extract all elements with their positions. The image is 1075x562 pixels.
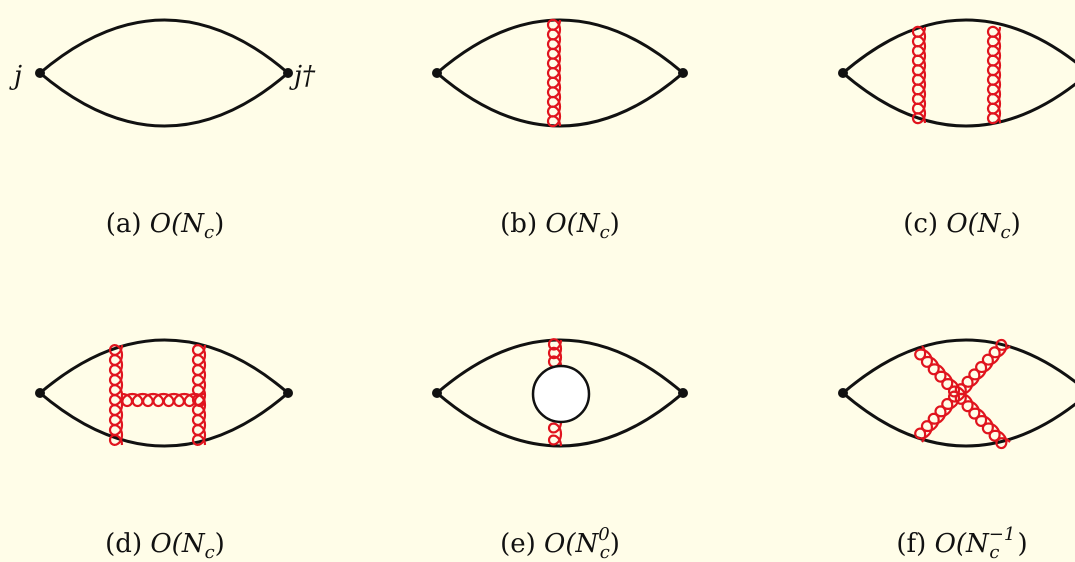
vertex-right-d xyxy=(283,388,293,398)
gluon-e-top xyxy=(547,338,563,368)
diagram-a: j j† xyxy=(9,18,316,128)
vertex-left-c xyxy=(838,68,848,78)
vertex-left-d xyxy=(35,388,45,398)
diagram-d xyxy=(35,338,293,448)
vertex-right-a xyxy=(283,68,293,78)
gluon-d-rung xyxy=(121,392,206,408)
gluon-d-left xyxy=(108,344,124,446)
diagram-c xyxy=(838,18,1075,128)
gluon-c-left xyxy=(911,25,927,125)
self-energy-blob xyxy=(531,364,591,424)
gluon-f-two xyxy=(914,338,1011,443)
vertex-right-e xyxy=(678,388,688,398)
vertex-left-f xyxy=(838,388,848,398)
vertex-label-j-dagger: j† xyxy=(289,61,316,91)
vertex-left-a xyxy=(35,68,45,78)
diagram-e xyxy=(432,338,688,448)
gluon-b xyxy=(546,18,562,128)
quark-loop-c xyxy=(842,18,1075,128)
vertex-label-j: j xyxy=(9,61,22,91)
diagram-b xyxy=(432,18,688,128)
caption-c: (c) O(Nc) xyxy=(903,209,1021,243)
caption-b: (b) O(Nc) xyxy=(500,209,620,243)
vertex-left-b xyxy=(432,68,442,78)
vertex-right-b xyxy=(678,68,688,78)
caption-a: (a) O(Nc) xyxy=(106,209,225,243)
quark-loop-a xyxy=(39,18,291,128)
gluon-e-bottom xyxy=(547,421,563,447)
vertex-left-e xyxy=(432,388,442,398)
diagram-f xyxy=(838,338,1075,450)
caption-d: (d) O(Nc) xyxy=(105,529,225,562)
gluon-c-right xyxy=(986,25,1002,125)
